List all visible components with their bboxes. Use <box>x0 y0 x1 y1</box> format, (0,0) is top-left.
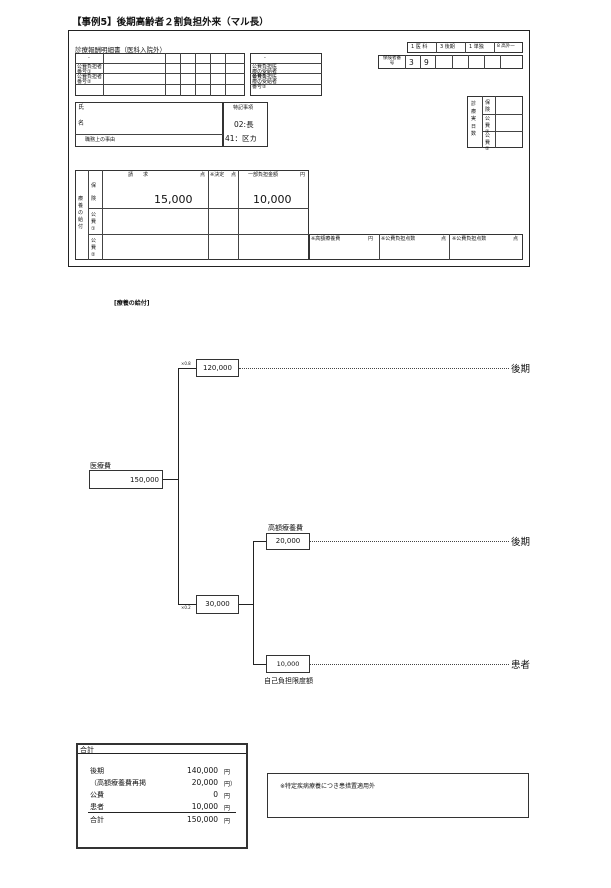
kohi-left-block <box>75 53 245 96</box>
tokki-block <box>223 102 268 147</box>
dest-3: 患者 <box>511 660 531 671</box>
dash-right: - <box>264 55 266 61</box>
bottom-strip <box>309 234 523 260</box>
page-title: 【事例5】後期高齢者２割負担外来（マル長） <box>72 17 269 28</box>
section-label: [療養の給付] <box>114 300 150 307</box>
summary-unit-kouki: 円 <box>224 769 231 776</box>
days-row-kohi1: 公費① <box>485 116 491 135</box>
summary-heading: 合計 <box>80 746 94 754</box>
job-reason-label: 職務上の事由 <box>85 137 116 143</box>
days-label: 診療実日数 <box>471 101 477 137</box>
code-kouki: 3 後期 <box>440 44 455 50</box>
benefit-table <box>75 170 309 260</box>
summary-value-kohi: 0 <box>213 790 218 799</box>
kohi1-jukyu-label: 公費負担医療の受給者番号① <box>252 64 278 80</box>
decision-header: ※決定 <box>210 172 225 178</box>
kogaku-form-unit: 円 <box>368 236 374 242</box>
code-tandoku: 1 単独 <box>469 44 484 50</box>
partial-value: 10,000 <box>253 193 292 206</box>
summary-label-kouki: 後期 <box>90 767 104 775</box>
kohi2-ten-label: ※公費負担点数 <box>452 236 487 242</box>
row-hoken: 保険 <box>91 183 97 202</box>
kohi-right-block <box>250 53 322 96</box>
kohi1-ten-label: ※公費負担点数 <box>381 236 416 242</box>
code-kougai: 8 高外一 <box>497 44 515 49</box>
insurer-number-box <box>378 55 523 69</box>
dest-1: 後期 <box>511 364 531 375</box>
insurer-digit-2: 9 <box>424 58 429 67</box>
summary-unit-kohi: 円 <box>224 793 231 800</box>
claim-value: 15,000 <box>154 193 193 206</box>
claim-header: 請 求 <box>128 172 149 178</box>
note-box <box>267 773 529 818</box>
summary-label-total: 合計 <box>90 816 104 824</box>
summary-label-kanja: 患者 <box>90 803 104 811</box>
tokki-value-2: 41：区カ <box>225 134 258 143</box>
partial-header: 一部負担金額 <box>248 172 279 178</box>
kohi2-ten-unit: 点 <box>513 236 519 242</box>
summary-value-kogaku: 20,000 <box>191 778 218 787</box>
kogaku-value: 20,000 <box>275 537 301 545</box>
summary-unit-total: 円 <box>224 818 231 825</box>
row-kohi2: 公費② <box>91 238 97 258</box>
summary-value-total: 150,000 <box>186 815 218 824</box>
upper-value: 120,000 <box>203 364 232 372</box>
summary-label-kogaku: （高額療養費再掲 <box>90 779 146 787</box>
iryohi-box <box>89 470 163 489</box>
kogaku-label: 高額療養費 <box>268 524 303 532</box>
decision-unit: 点 <box>231 172 237 178</box>
dash-left: - <box>88 55 90 61</box>
tokki-label: 特記事項 <box>233 105 254 111</box>
claim-unit: 点 <box>200 172 206 178</box>
self-box <box>266 655 310 673</box>
note-text: ※特定疾病療養につき患措置適用外 <box>280 783 376 790</box>
days-row-kohi2: 公費② <box>485 133 491 152</box>
days-row-hoken: 保険 <box>485 100 491 113</box>
insurer-label: 保険者番号 <box>383 56 401 66</box>
form-heading: 診療報酬明細書（医科入院外） <box>75 46 166 54</box>
name-label-2: 名 <box>78 120 85 127</box>
upper-box <box>196 359 239 377</box>
kyufu-label: 療養の給付 <box>78 196 84 230</box>
dest-2: 後期 <box>511 537 531 548</box>
name-label-1: 氏 <box>78 104 85 111</box>
ratio-upper: ×0.8 <box>181 361 191 366</box>
name-block <box>75 102 223 147</box>
self-label: 自己負担限度額 <box>264 677 313 685</box>
receipt-form <box>68 30 530 267</box>
summary-unit-kanja: 円 <box>224 805 231 812</box>
ratio-lower: ×0.2 <box>181 605 191 610</box>
kogaku-form-label: ※高額療養費 <box>311 236 341 242</box>
iryohi-label: 医療費 <box>90 462 111 470</box>
kohi1-futan-label: 公費負担者番号① <box>77 64 103 75</box>
summary-box <box>76 743 248 849</box>
lower-value: 30,000 <box>205 600 230 608</box>
kohi1-ten-unit: 点 <box>441 236 447 242</box>
iryohi-value: 150,000 <box>130 476 159 484</box>
tokki-value-1: 02:長 <box>234 120 254 129</box>
kogaku-box <box>266 533 310 550</box>
self-value: 10,000 <box>276 660 300 668</box>
summary-label-kohi: 公費 <box>90 791 104 799</box>
code-ika: 1 医 科 <box>411 44 428 50</box>
summary-unit-kogaku: 円） <box>224 781 237 788</box>
lower-box <box>196 595 239 614</box>
row-kohi1: 公費① <box>91 212 97 232</box>
partial-unit: 円 <box>300 172 306 178</box>
summary-value-kanja: 10,000 <box>191 802 218 811</box>
insurer-digit-1: 3 <box>409 58 414 67</box>
kohi2-jukyu-label: 公費負担医療の受給者番号② <box>252 74 278 90</box>
kohi2-futan-label: 公費負担者番号② <box>77 74 103 85</box>
summary-value-kouki: 140,000 <box>186 766 218 775</box>
